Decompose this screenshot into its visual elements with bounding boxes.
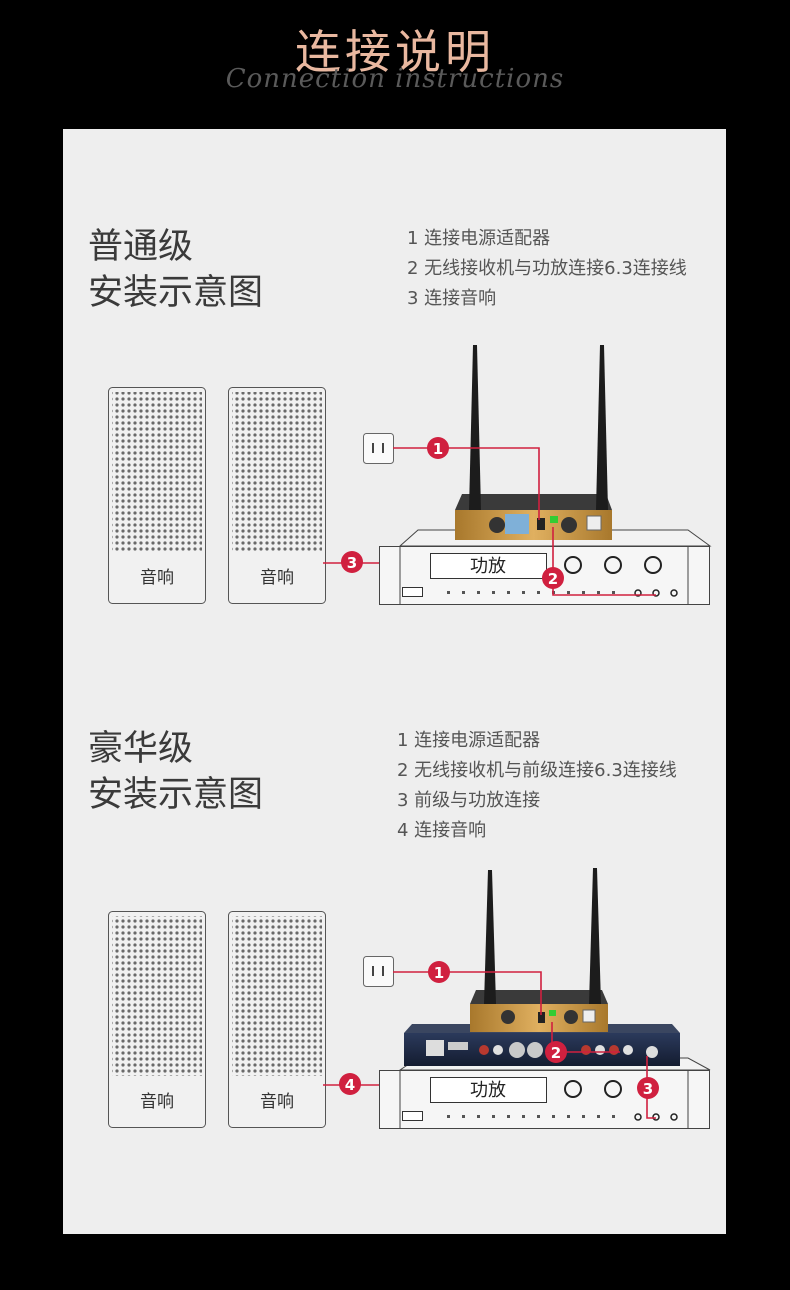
basic-section-title: 普通级 安装示意图	[88, 224, 263, 316]
basic-title-line1: 普通级	[88, 227, 194, 267]
basic-marker-2: 2	[542, 567, 564, 589]
deluxe-antenna-right	[589, 868, 601, 1004]
deluxe-amplifier: 功放	[379, 1057, 711, 1129]
deluxe-speaker-right: 音响	[228, 911, 326, 1128]
basic-step-1: 1 连接电源适配器	[407, 228, 551, 249]
basic-step-2: 2 无线接收机与功放连接6.3连接线	[407, 258, 687, 279]
basic-speaker-left-label: 音响	[140, 568, 174, 588]
basic-speaker-left: 音响	[108, 387, 206, 604]
header: 连接说明 Connection instructions	[0, 0, 790, 128]
deluxe-step-4: 4 连接音响	[397, 820, 487, 841]
page-title: 连接说明	[295, 25, 495, 79]
deluxe-speaker-left: 音响	[108, 911, 206, 1128]
deluxe-antenna-left	[484, 870, 496, 1004]
basic-receiver	[455, 494, 612, 540]
deluxe-speaker-left-label: 音响	[140, 1092, 174, 1112]
deluxe-marker-4: 4	[339, 1073, 361, 1095]
basic-amplifier: 功放	[379, 529, 712, 605]
basic-marker-1: 1	[427, 437, 449, 459]
deluxe-step-2: 2 无线接收机与前级连接6.3连接线	[397, 760, 677, 781]
basic-marker-3: 3	[341, 551, 363, 573]
deluxe-title-line2: 安装示意图	[88, 775, 264, 815]
deluxe-receiver	[470, 990, 608, 1032]
svg-text:3: 3	[347, 554, 357, 572]
basic-speaker-right: 音响	[228, 387, 326, 604]
deluxe-amp-label: 功放	[470, 1080, 506, 1101]
svg-text:3: 3	[643, 1080, 653, 1098]
basic-amp-label: 功放	[470, 556, 506, 577]
deluxe-steps: 1 连接电源适配器 2 无线接收机与前级连接6.3连接线 3 前级与功放连接 4…	[397, 726, 677, 846]
basic-speaker-right-label: 音响	[260, 568, 294, 588]
svg-text:4: 4	[345, 1076, 355, 1094]
basic-antenna-right	[596, 345, 608, 510]
deluxe-marker-2: 2	[545, 1041, 567, 1063]
deluxe-power-socket	[363, 956, 394, 987]
svg-text:1: 1	[434, 964, 444, 982]
basic-antenna-left	[469, 345, 481, 510]
svg-text:2: 2	[548, 570, 558, 588]
svg-text:2: 2	[551, 1044, 561, 1062]
deluxe-title-line1: 豪华级	[88, 729, 194, 769]
basic-power-socket	[363, 433, 394, 464]
deluxe-speaker-right-label: 音响	[260, 1092, 294, 1112]
basic-steps: 1 连接电源适配器 2 无线接收机与功放连接6.3连接线 3 连接音响	[407, 224, 687, 314]
svg-text:1: 1	[433, 440, 443, 458]
deluxe-marker-1: 1	[428, 961, 450, 983]
basic-step-3: 3 连接音响	[407, 288, 497, 309]
deluxe-marker-3: 3	[637, 1077, 659, 1099]
basic-title-line2: 安装示意图	[88, 273, 264, 313]
page-subtitle: Connection instructions	[225, 64, 565, 94]
deluxe-step-1: 1 连接电源适配器	[397, 730, 541, 751]
deluxe-step-3: 3 前级与功放连接	[397, 790, 541, 811]
deluxe-section-title: 豪华级 安装示意图	[88, 726, 263, 818]
